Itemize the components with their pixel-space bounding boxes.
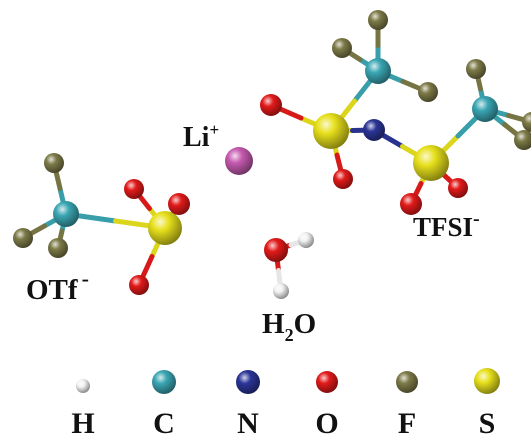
otf-label: OTf-	[26, 266, 89, 306]
legend-swatch-n	[236, 370, 260, 394]
element-legend: H C N O F S	[71, 368, 500, 437]
atom-tfsi-f3	[418, 82, 438, 102]
atom-w-h2	[273, 283, 289, 299]
atom-tfsi-s2	[413, 145, 449, 181]
legend-label-s: S	[479, 407, 496, 437]
legend-label-h: H	[71, 407, 94, 437]
atom-tfsi-o3	[448, 178, 468, 198]
legend-swatch-c	[152, 370, 176, 394]
atom-otf-o3	[129, 275, 149, 295]
legend-label-f: F	[398, 407, 416, 437]
legend-item-h: H	[71, 379, 95, 437]
legend-label-c: C	[153, 407, 175, 437]
atom-tfsi-o2	[333, 169, 353, 189]
atom-tfsi-n	[363, 119, 385, 141]
atom-tfsi-s1	[313, 113, 349, 149]
legend-swatch-h	[76, 379, 90, 393]
legend-swatch-f	[396, 371, 418, 393]
legend-label-n: N	[237, 407, 259, 437]
atom-tfsi-f5	[514, 130, 531, 150]
atom-tfsi-f1	[368, 10, 388, 30]
atom-tfsi-c2	[472, 96, 498, 122]
li-label: Li+	[183, 120, 219, 153]
atom-otf-f2	[13, 228, 33, 248]
tfsi-label: TFSI-	[413, 208, 480, 242]
atom-w-h1	[298, 232, 314, 248]
atom-otf-c	[53, 201, 79, 227]
atom-otf-o1	[124, 179, 144, 199]
legend-swatch-o	[316, 371, 338, 393]
legend-item-o: O	[315, 371, 339, 437]
legend-label-o: O	[315, 407, 338, 437]
water-label: H2O	[262, 308, 316, 345]
legend-swatch-s	[474, 368, 500, 394]
atom-li	[225, 147, 253, 175]
atom-tfsi-c1	[365, 58, 391, 84]
atom-tfsi-o4	[400, 193, 422, 215]
atom-otf-f1	[44, 153, 64, 173]
legend-item-n: N	[236, 370, 260, 437]
legend-item-s: S	[474, 368, 500, 437]
legend-item-c: C	[152, 370, 176, 437]
atom-otf-o2	[168, 193, 190, 215]
atom-tfsi-f4	[466, 59, 486, 79]
legend-item-f: F	[396, 371, 418, 437]
atom-w-o	[264, 238, 288, 262]
atoms	[13, 10, 531, 299]
atom-otf-s	[148, 211, 182, 245]
atom-tfsi-o1	[260, 94, 282, 116]
atom-tfsi-f2	[332, 38, 352, 58]
atom-tfsi-f6	[522, 112, 531, 132]
atom-otf-f3	[48, 238, 68, 258]
